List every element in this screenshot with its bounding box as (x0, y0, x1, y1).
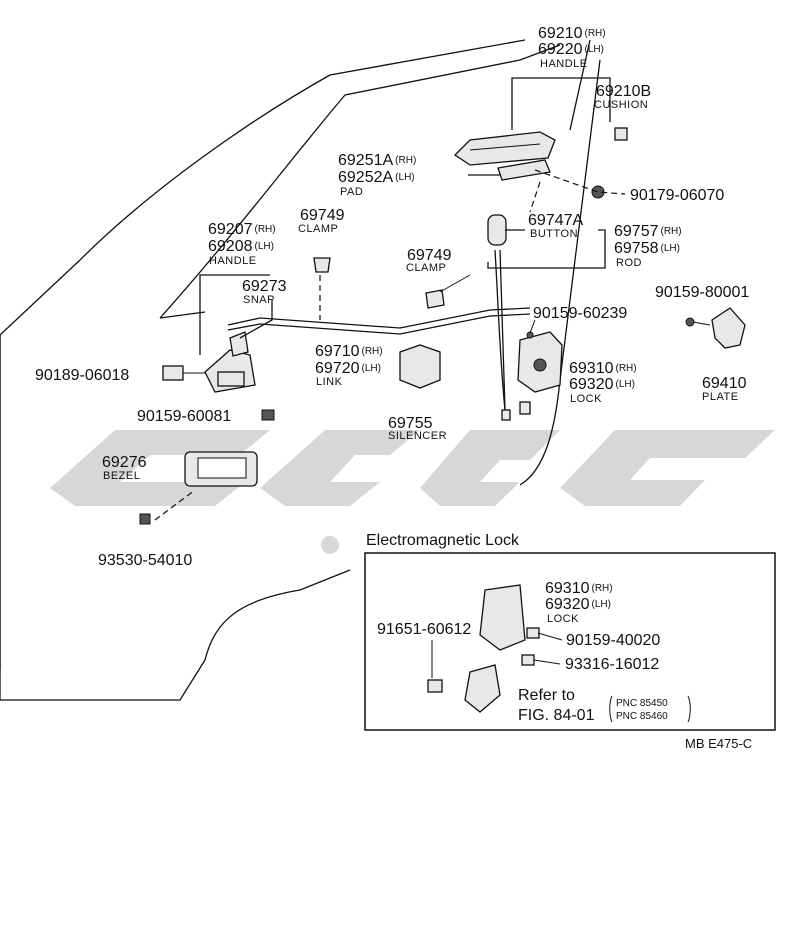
svg-text:LOCK: LOCK (547, 613, 579, 625)
label-lock: 69310(RH) 69320(LH) LOCK (569, 360, 637, 405)
svg-text:69320(LH): 69320(LH) (569, 376, 635, 393)
svg-text:69710(RH): 69710(RH) (315, 343, 383, 360)
figure-code: MB E475-C (685, 736, 752, 751)
label-link: 69710(RH) 69720(LH) LINK (315, 343, 383, 388)
screw-drawing (261, 409, 275, 421)
svg-text:69410: 69410 (702, 375, 747, 392)
lock-drawing (501, 331, 563, 421)
svg-text:69276: 69276 (102, 454, 147, 471)
label-clamp-1: 69749 CLAMP (298, 207, 345, 235)
svg-text:69749: 69749 (300, 207, 345, 224)
label-button: 69747A BUTTON (528, 212, 583, 240)
label-rod: 69757(RH) 69758(LH) ROD (614, 223, 682, 269)
label-93530-54010: 93530-54010 (98, 552, 192, 569)
svg-text:PNC 85460: PNC 85460 (616, 711, 668, 722)
label-bezel: 69276 BEZEL (102, 454, 147, 482)
svg-text:69320(LH): 69320(LH) (545, 596, 611, 613)
svg-text:SILENCER: SILENCER (388, 430, 447, 442)
svg-text:HANDLE: HANDLE (209, 255, 257, 267)
label-plate: 69410 PLATE (702, 375, 747, 403)
silencer-drawing (399, 344, 441, 389)
svg-text:HANDLE: HANDLE (540, 58, 588, 70)
label-90189-06018: 90189-06018 (35, 367, 129, 384)
svg-text:BEZEL: BEZEL (103, 470, 140, 482)
clip-drawing (162, 365, 184, 381)
svg-text:69251A(RH): 69251A(RH) (338, 152, 416, 169)
label-clamp-2: 69749 CLAMP (406, 247, 452, 274)
svg-text:69720(LH): 69720(LH) (315, 360, 381, 377)
svg-text:PLATE: PLATE (702, 391, 739, 403)
label-handle-inner: 69207(RH) 69208(LH) HANDLE (208, 221, 276, 267)
svg-text:PAD: PAD (340, 186, 363, 198)
svg-text:69758(LH): 69758(LH) (614, 240, 680, 257)
inset-refer: Refer to FIG. 84-01 PNC 85450 PNC 85460 (518, 687, 668, 724)
inset-label-90159: 90159-40020 (566, 632, 660, 649)
label-handle-outer: 69210(RH) 69220(LH) HANDLE (538, 25, 606, 70)
label-snap: 69273 SNAP (242, 278, 287, 306)
svg-text:Refer to: Refer to (518, 687, 575, 704)
svg-text:69749: 69749 (407, 247, 452, 264)
svg-text:CLAMP: CLAMP (406, 262, 446, 274)
bezel-drawing (184, 451, 258, 487)
svg-text:ROD: ROD (616, 257, 642, 269)
svg-text:LOCK: LOCK (570, 393, 602, 405)
label-90159-60239: 90159-60239 (533, 305, 627, 322)
link-rod (227, 307, 531, 329)
inset-frame (364, 552, 776, 731)
inset-title: Electromagnetic Lock (366, 532, 520, 549)
svg-text:CUSHION: CUSHION (594, 99, 648, 111)
label-90159-80001: 90159-80001 (655, 284, 749, 301)
svg-text:69208(LH): 69208(LH) (208, 238, 274, 255)
svg-text:LINK: LINK (316, 376, 343, 388)
svg-text:69757(RH): 69757(RH) (614, 223, 682, 240)
svg-text:BUTTON: BUTTON (530, 228, 578, 240)
label-cushion: 69210B CUSHION (594, 83, 651, 111)
inset-label-lock: 69310(RH) 69320(LH) LOCK (545, 580, 613, 625)
plate-drawing (711, 307, 746, 349)
svg-text:69210(RH): 69210(RH) (538, 25, 606, 42)
svg-text:CLAMP: CLAMP (298, 223, 338, 235)
svg-text:PNC 85450: PNC 85450 (616, 698, 668, 709)
watermark-logo (50, 430, 775, 554)
button-rod-drawing (487, 214, 507, 411)
svg-text:69207(RH): 69207(RH) (208, 221, 276, 238)
label-90179: 90179-06070 (630, 187, 724, 204)
svg-text:69252A(LH): 69252A(LH) (338, 169, 415, 186)
svg-text:69273: 69273 (242, 278, 287, 295)
svg-text:69210B: 69210B (596, 83, 651, 100)
svg-text:69220(LH): 69220(LH) (538, 41, 604, 58)
clamp-drawing (313, 257, 445, 309)
inset-label-93316: 93316-16012 (565, 656, 659, 673)
svg-text:69747A: 69747A (528, 212, 583, 229)
inner-handle-drawing (204, 331, 256, 393)
inset-label-91651: 91651-60612 (377, 621, 471, 638)
svg-text:SNAP: SNAP (243, 294, 275, 306)
label-silencer: 69755 SILENCER (388, 415, 447, 442)
svg-text:FIG. 84-01: FIG. 84-01 (518, 707, 595, 724)
label-90159-60081: 90159-60081 (137, 408, 231, 425)
outer-handle-drawing (453, 127, 628, 199)
svg-text:69755: 69755 (388, 415, 433, 432)
svg-text:69310(RH): 69310(RH) (545, 580, 613, 597)
label-pad: 69251A(RH) 69252A(LH) PAD (338, 152, 416, 198)
svg-text:69310(RH): 69310(RH) (569, 360, 637, 377)
inset-lock-drawing (427, 584, 540, 713)
